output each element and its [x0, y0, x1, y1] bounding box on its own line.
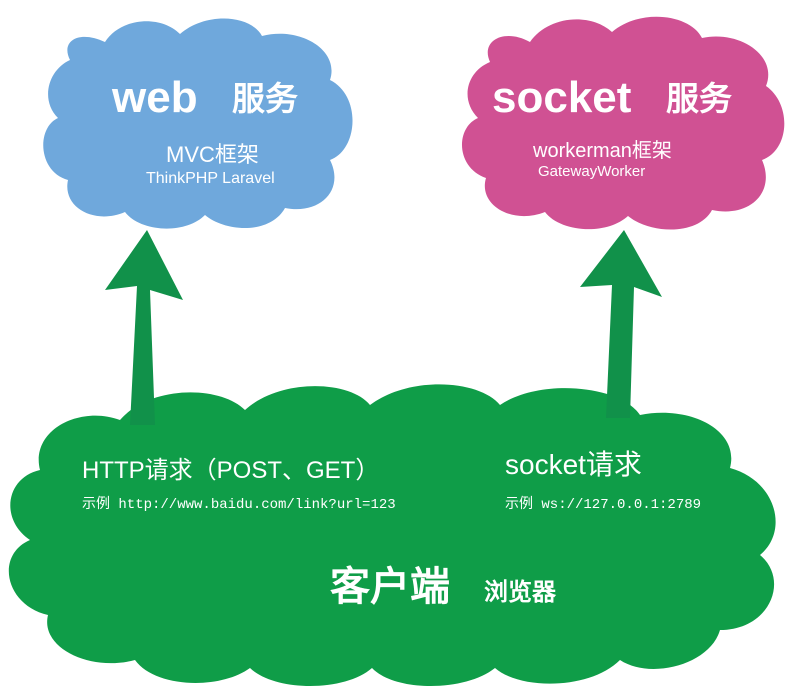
socket-title-cn: 服务 [666, 79, 732, 118]
http-arrow-shape [105, 230, 183, 425]
socket-request-label: socket请求 [505, 449, 642, 480]
socket-arrow [580, 230, 662, 418]
socket-service-cloud: socket 服务 workerman框架 GatewayWorker [461, 16, 785, 230]
http-request-label: HTTP请求（POST、GET） [82, 457, 379, 484]
web-title-en: web [111, 73, 198, 122]
http-arrow [105, 230, 183, 425]
http-request-example: 示例 http://www.baidu.com/link?url=123 [82, 496, 396, 513]
web-cloud-shape [43, 18, 353, 229]
socket-title-en: socket [492, 73, 632, 122]
socket-framework-label: workerman框架 [532, 139, 672, 162]
client-label: 客户端 [330, 564, 450, 610]
client-cloud-shape [8, 384, 776, 686]
socket-framework-list: GatewayWorker [538, 163, 645, 180]
web-service-cloud: web 服务 MVC框架 ThinkPHP Laravel [43, 18, 353, 229]
socket-request-example: 示例 ws://127.0.0.1:2789 [505, 496, 701, 513]
socket-cloud-shape [461, 16, 785, 230]
socket-arrow-shape [580, 230, 662, 418]
web-framework-label: MVC框架 [166, 142, 259, 167]
client-cloud: HTTP请求（POST、GET） 示例 http://www.baidu.com… [8, 384, 776, 686]
browser-label: 浏览器 [484, 578, 557, 606]
web-title-cn: 服务 [232, 79, 298, 118]
web-framework-list: ThinkPHP Laravel [146, 170, 275, 187]
